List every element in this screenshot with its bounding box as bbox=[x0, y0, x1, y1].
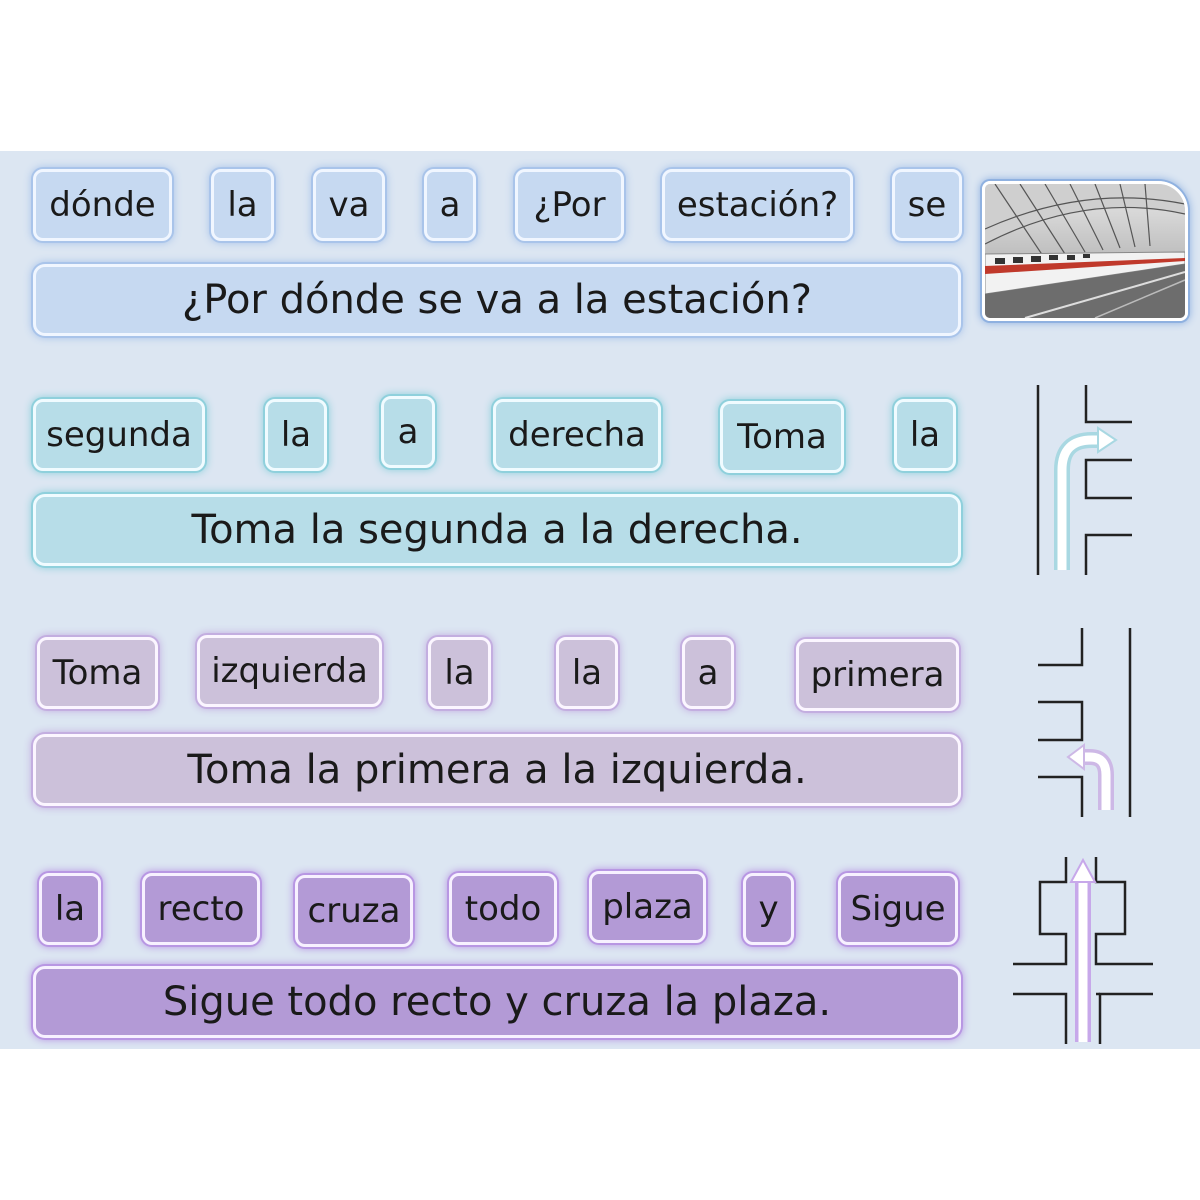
sentence-answer: Toma la primera a la izquierda. bbox=[33, 734, 961, 806]
word-tile[interactable]: a bbox=[381, 396, 435, 468]
word-tile[interactable]: izquierda bbox=[197, 635, 382, 707]
word-tile[interactable]: la bbox=[265, 399, 327, 471]
word-tile[interactable]: a bbox=[682, 637, 734, 709]
word-tile[interactable]: la bbox=[428, 637, 491, 709]
word-tile[interactable]: y bbox=[743, 873, 794, 945]
word-tile[interactable]: recto bbox=[142, 873, 260, 945]
word-tile[interactable]: a bbox=[424, 169, 476, 241]
word-tile[interactable]: se bbox=[892, 169, 962, 241]
word-tile[interactable]: derecha bbox=[493, 399, 661, 471]
train-station-photo bbox=[982, 181, 1188, 321]
sentence-answer: Toma la segunda a la derecha. bbox=[33, 494, 961, 566]
word-tile[interactable]: ¿Por bbox=[515, 169, 624, 241]
word-tile[interactable]: la bbox=[39, 873, 101, 945]
word-tile[interactable]: la bbox=[556, 637, 618, 709]
sentence-answer: ¿Por dónde se va a la estación? bbox=[33, 264, 961, 336]
word-tile[interactable]: estación? bbox=[662, 169, 853, 241]
word-tile[interactable]: dónde bbox=[33, 169, 172, 241]
word-tile[interactable]: primera bbox=[796, 639, 959, 711]
word-tile[interactable]: todo bbox=[449, 873, 557, 945]
straight-ahead-cross-square-icon bbox=[1013, 857, 1153, 1044]
word-tile[interactable]: la bbox=[894, 399, 956, 471]
turn-second-right-icon bbox=[1036, 385, 1132, 575]
word-tile[interactable]: Sigue bbox=[838, 873, 958, 945]
word-tile[interactable]: segunda bbox=[33, 399, 205, 471]
word-tile[interactable]: la bbox=[211, 169, 274, 241]
word-tile[interactable]: Toma bbox=[720, 401, 844, 473]
word-tile[interactable]: cruza bbox=[295, 875, 413, 947]
word-tile[interactable]: va bbox=[313, 169, 385, 241]
sentence-answer: Sigue todo recto y cruza la plaza. bbox=[33, 966, 961, 1038]
word-tile[interactable]: plaza bbox=[589, 871, 706, 943]
turn-first-left-icon bbox=[1038, 628, 1132, 817]
word-tile[interactable]: Toma bbox=[37, 637, 158, 709]
